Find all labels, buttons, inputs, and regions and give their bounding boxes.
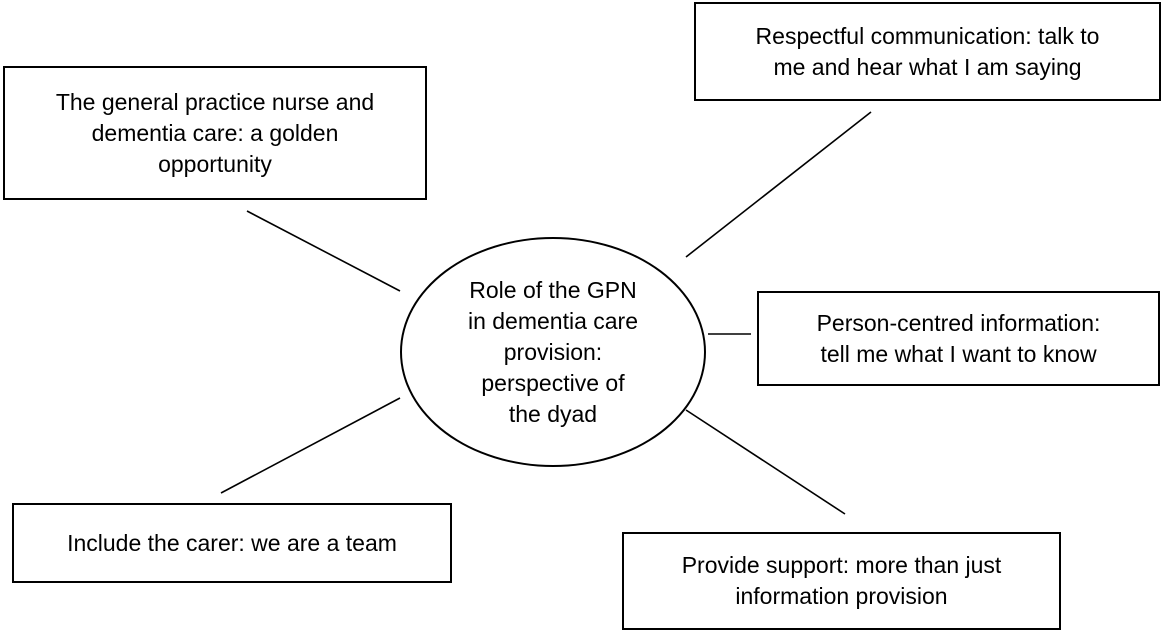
theme-label: Provide support: more than just informat…	[681, 552, 1002, 609]
theme-label: Person-centred information: tell me what…	[816, 309, 1101, 367]
theme-box-include-carer: Include the carer: we are a team	[12, 503, 452, 583]
theme-label: Respectful communication: talk to me and…	[755, 22, 1100, 80]
central-concept-ellipse: Role of the GPN in dementia care provisi…	[400, 237, 706, 467]
theme-label: The general practice nurse and dementia …	[55, 88, 375, 177]
connector-top-right	[685, 111, 872, 258]
connector-top-left	[246, 210, 401, 292]
theme-box-person-centred-information: Person-centred information: tell me what…	[757, 291, 1160, 386]
theme-box-provide-support: Provide support: more than just informat…	[622, 532, 1061, 630]
central-concept-label: Role of the GPN in dementia care provisi…	[467, 276, 639, 427]
theme-label: Include the carer: we are a team	[67, 529, 397, 556]
theme-box-golden-opportunity: The general practice nurse and dementia …	[3, 66, 427, 200]
connector-bottom-right	[685, 409, 846, 515]
connector-bottom-left	[220, 397, 401, 494]
theme-box-respectful-communication: Respectful communication: talk to me and…	[694, 2, 1161, 101]
